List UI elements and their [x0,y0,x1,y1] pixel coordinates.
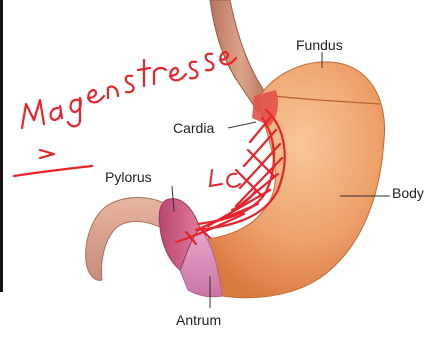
handwritten-lc-annotation [210,170,240,187]
body-label: Body [392,185,424,201]
cardia-leader-line [228,122,256,128]
duodenum-shape [86,198,168,281]
fundus-label: Fundus [296,37,343,53]
handwritten-magenstrasse-annotation [14,52,236,176]
cardia-label: Cardia [173,120,214,136]
pylorus-label: Pylorus [105,169,152,185]
antrum-label: Antrum [176,312,221,328]
